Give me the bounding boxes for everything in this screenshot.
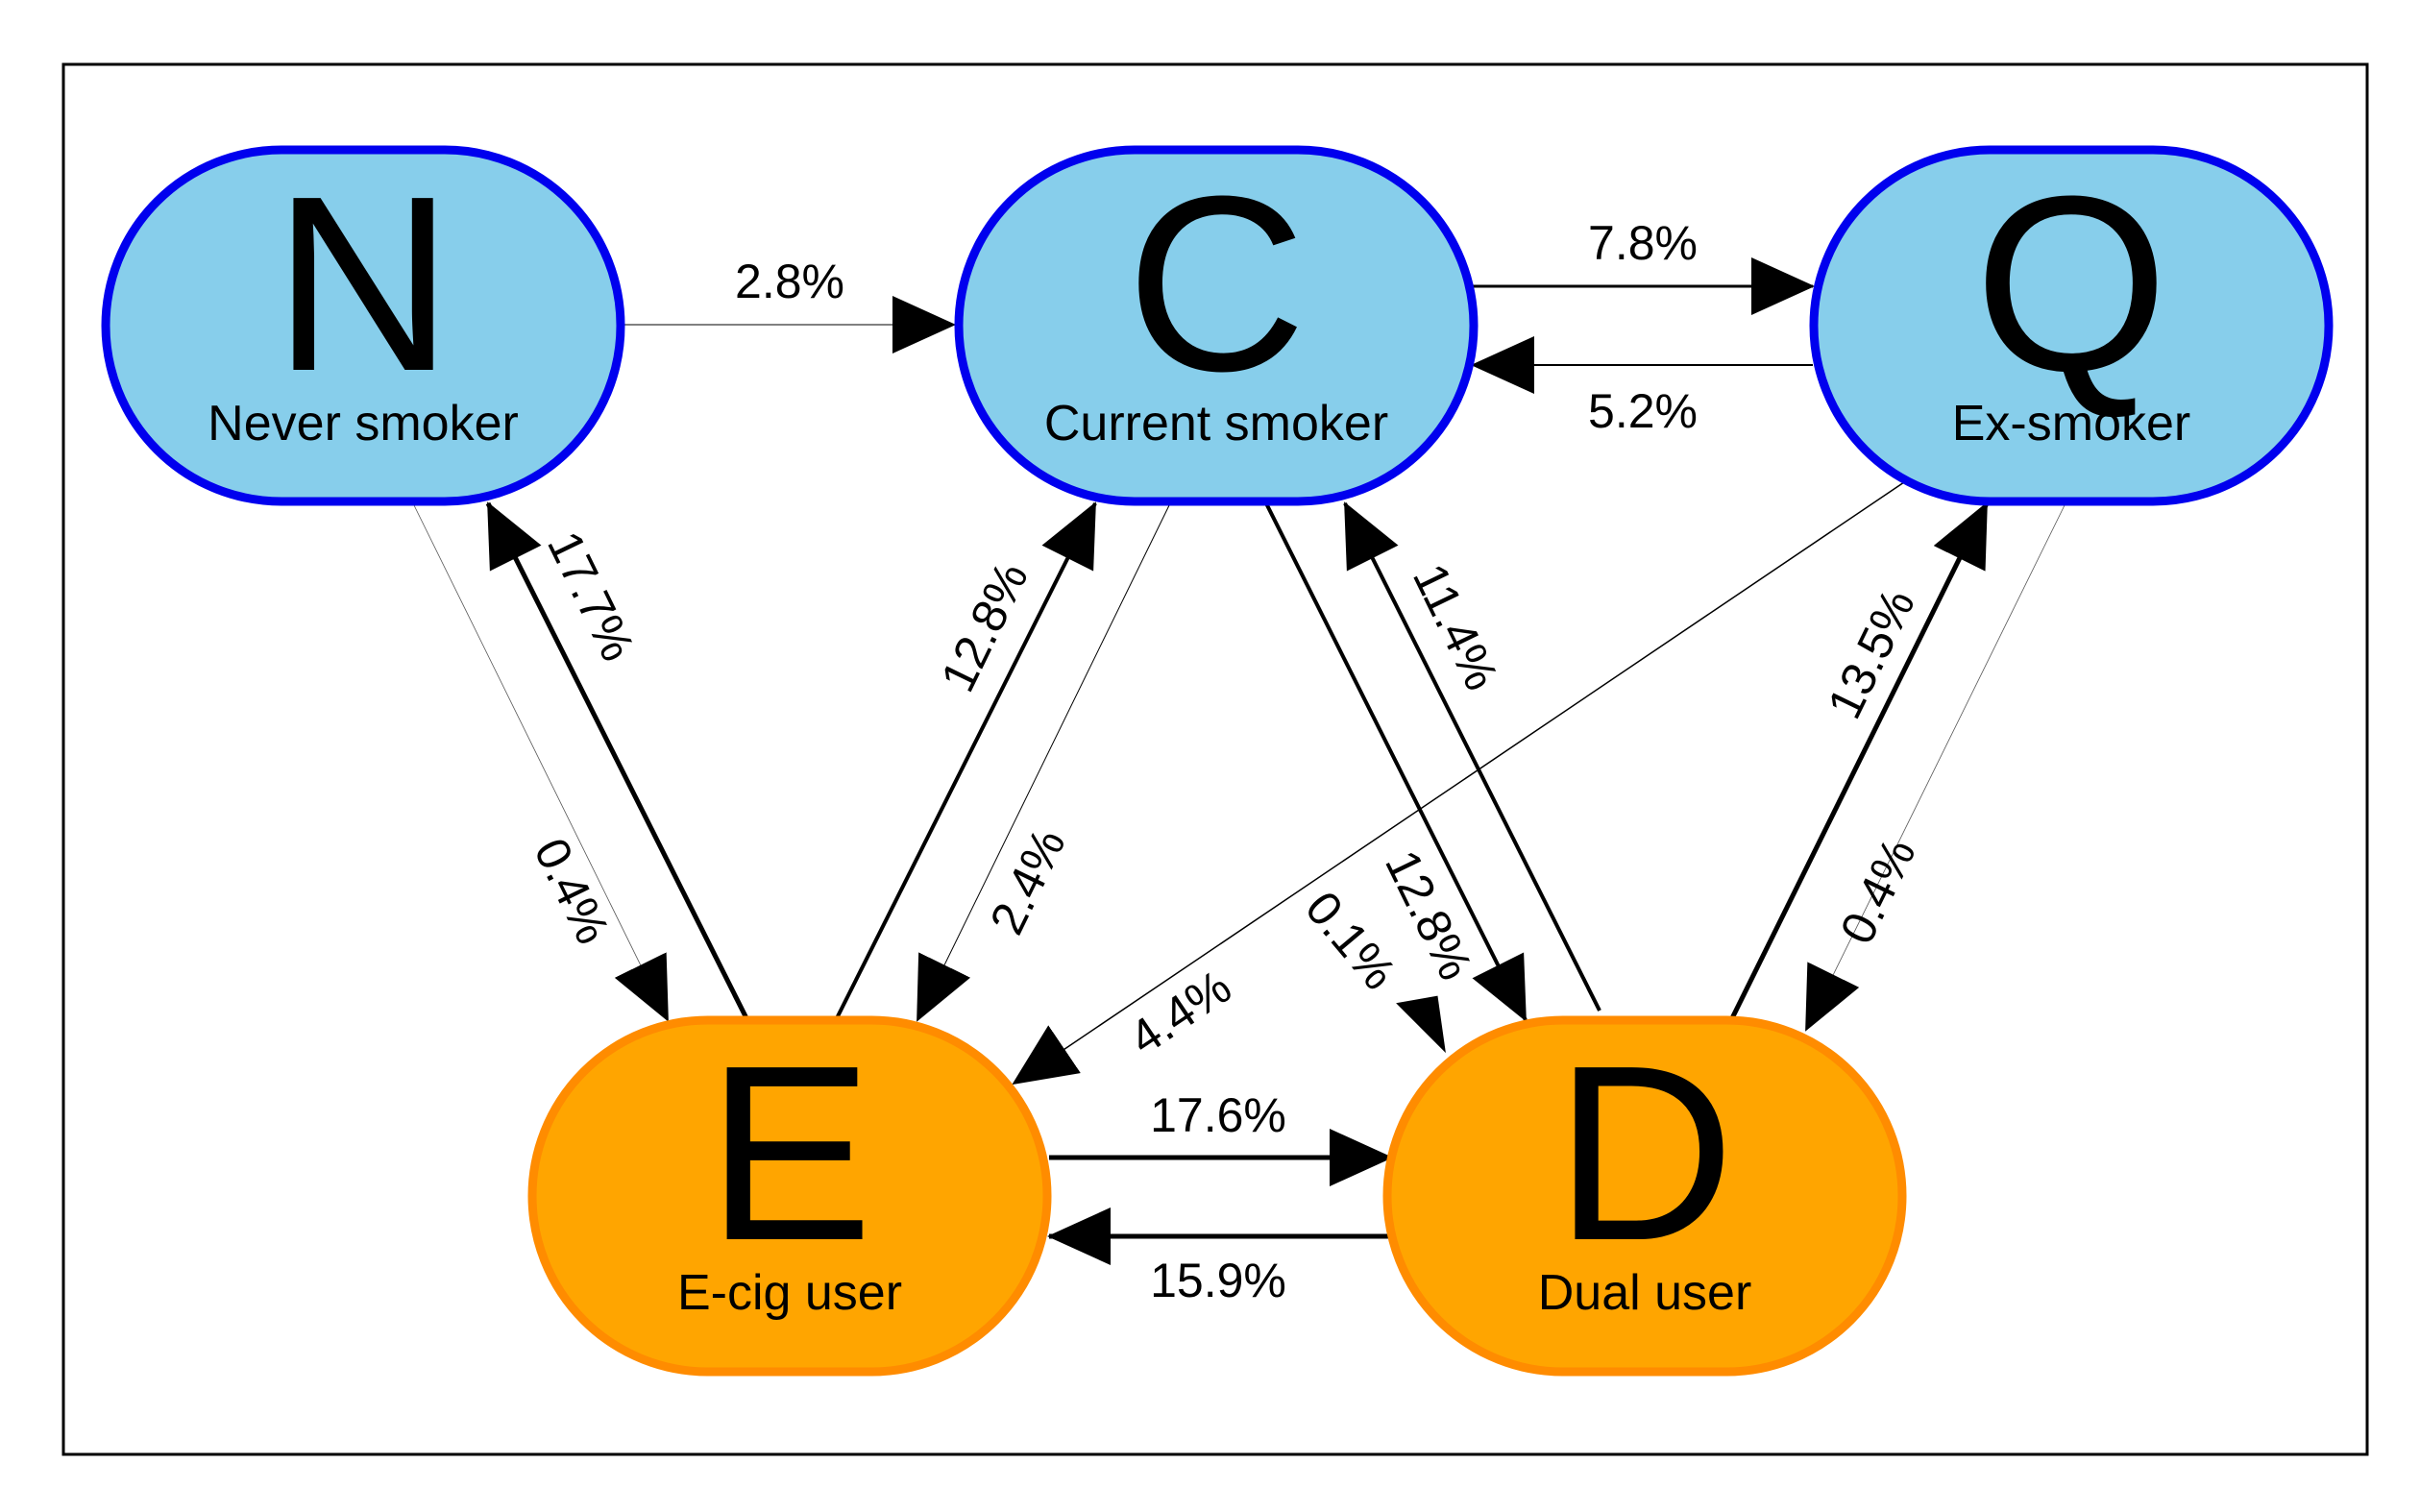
- node-label-n: Never smoker: [208, 396, 519, 451]
- edge-label-e-n: 17.7%: [537, 524, 645, 670]
- node-letter-c: C: [1126, 145, 1307, 424]
- node-shape-q: [1809, 145, 2334, 506]
- node-e-cig-user: E E-cig user: [527, 1014, 1052, 1377]
- node-label-e: E-cig user: [677, 1265, 902, 1321]
- edge-label-d-e: 15.9%: [1150, 1254, 1286, 1307]
- edge-label-q-c: 5.2%: [1588, 384, 1698, 438]
- edge-label-n-c: 2.8%: [735, 255, 844, 308]
- edge-c-d: [1264, 502, 1528, 1022]
- edge-e-c: [834, 501, 1097, 1021]
- edge-label-d-q: 13.5%: [1817, 581, 1924, 727]
- edge-label-q-d: 0.4%: [1830, 830, 1926, 952]
- node-dual-user: D Dual user: [1382, 1014, 1907, 1377]
- edge-q-e: [1012, 481, 1905, 1085]
- edge-label-d-c: 11.4%: [1403, 555, 1509, 698]
- edge-n-d-arrowhead: [1396, 995, 1446, 1054]
- edge-label-e-c: 12.8%: [930, 554, 1038, 700]
- edge-e-n: [485, 501, 750, 1022]
- node-label-q: Ex-smoker: [1952, 396, 2190, 451]
- node-letter-q: Q: [1974, 145, 2168, 424]
- edge-q-d: [1805, 502, 2066, 1032]
- edge-label-n-e: 0.4%: [524, 830, 620, 952]
- edge-label-c-q: 7.8%: [1588, 216, 1698, 270]
- node-ex-smoker: Q Ex-smoker: [1809, 145, 2334, 506]
- node-shape-c: [954, 145, 1479, 506]
- node-letter-d: D: [1554, 1014, 1735, 1293]
- node-letter-e: E: [706, 1014, 872, 1293]
- node-shape-d: [1382, 1015, 1907, 1377]
- edge-d-c: [1343, 501, 1601, 1012]
- edge-label-e-d: 17.6%: [1150, 1088, 1286, 1142]
- edge-n-e: [412, 502, 669, 1022]
- edge-c-e: [917, 502, 1171, 1022]
- node-shape-e: [527, 1015, 1052, 1377]
- node-letter-n: N: [273, 145, 453, 424]
- node-label-d: Dual user: [1538, 1265, 1752, 1321]
- edge-label-n-d: 0.1%: [1295, 881, 1406, 999]
- node-label-c: Current smoker: [1044, 396, 1388, 451]
- edge-d-q: [1728, 501, 1990, 1022]
- diagram-frame: [61, 62, 2369, 1456]
- edge-label-q-e: 4.4%: [1120, 960, 1241, 1065]
- node-current-smoker: C Current smoker: [954, 145, 1479, 506]
- node-shape-n: [101, 145, 625, 506]
- edge-label-c-e: 2.4%: [980, 820, 1076, 942]
- node-never-smoker: N Never smoker: [101, 145, 625, 506]
